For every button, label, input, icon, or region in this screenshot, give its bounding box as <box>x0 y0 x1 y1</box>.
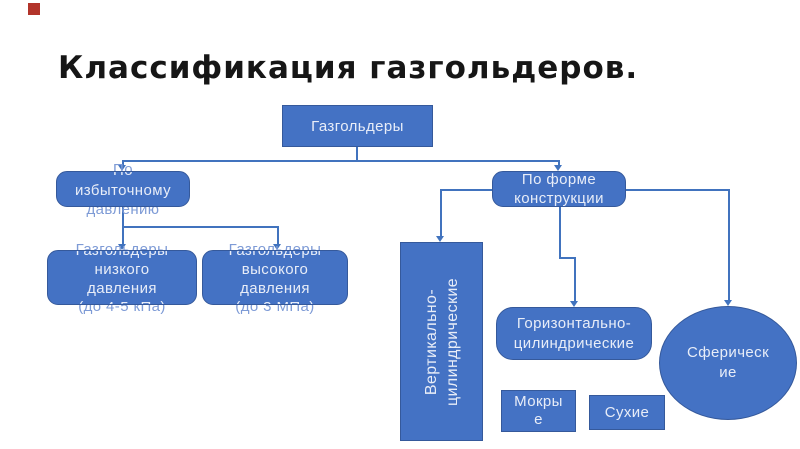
connector-line <box>440 189 442 237</box>
wet-node: Мокры е <box>501 390 576 432</box>
root-node-label: Газгольдеры <box>311 117 404 135</box>
pressure-branch-label: По избыточному давлению <box>75 172 171 206</box>
pressure-branch-node: По избыточному давлению <box>56 171 190 207</box>
connector-line <box>559 207 561 258</box>
connector-line <box>122 160 559 162</box>
spherical-label: Сферическ ие <box>686 344 770 381</box>
connector-arrow <box>724 300 732 306</box>
horizontal-cylindrical-label: Горизонтально- цилиндрические <box>513 314 635 352</box>
connector-line <box>277 226 279 245</box>
low-pressure-label: Газгольдеры низкого давления (до 4-5 кПа… <box>75 250 169 304</box>
connector-arrow <box>436 236 444 242</box>
shape-branch-label: По форме конструкции <box>514 171 604 207</box>
vertical-cylindrical-label: Вертикально- цилиндрические <box>422 277 461 406</box>
connector-arrow <box>570 301 578 307</box>
slide-title: Классификация газгольдеров. <box>58 50 639 86</box>
connector-arrow <box>273 244 281 250</box>
vertical-cylindrical-node: Вертикально- цилиндрические <box>400 242 483 441</box>
high-pressure-label: Газгольдеры высокого давления (до 3 МПа) <box>228 250 322 304</box>
connector-arrow <box>118 244 126 250</box>
red-square-bullet <box>28 3 40 15</box>
connector-line <box>558 160 560 166</box>
connector-line <box>122 160 124 166</box>
connector-line <box>728 189 730 301</box>
low-pressure-node: Газгольдеры низкого давления (до 4-5 кПа… <box>47 250 197 305</box>
connector-arrow <box>118 165 126 171</box>
horizontal-cylindrical-node: Горизонтально- цилиндрические <box>496 307 652 360</box>
dry-node: Сухие <box>589 395 665 430</box>
connector-line <box>625 189 729 191</box>
connector-arrow <box>554 165 562 171</box>
high-pressure-node: Газгольдеры высокого давления (до 3 МПа) <box>202 250 348 305</box>
wet-label: Мокры е <box>514 393 563 428</box>
shape-branch-node: По форме конструкции <box>492 171 626 207</box>
connector-line <box>122 226 278 228</box>
root-node: Газгольдеры <box>282 105 433 147</box>
connector-line <box>356 147 358 160</box>
dry-label: Сухие <box>604 404 650 421</box>
spherical-node: Сферическ ие <box>659 306 797 420</box>
connector-line <box>574 257 576 302</box>
connector-line <box>440 189 492 191</box>
connector-line <box>559 257 575 259</box>
